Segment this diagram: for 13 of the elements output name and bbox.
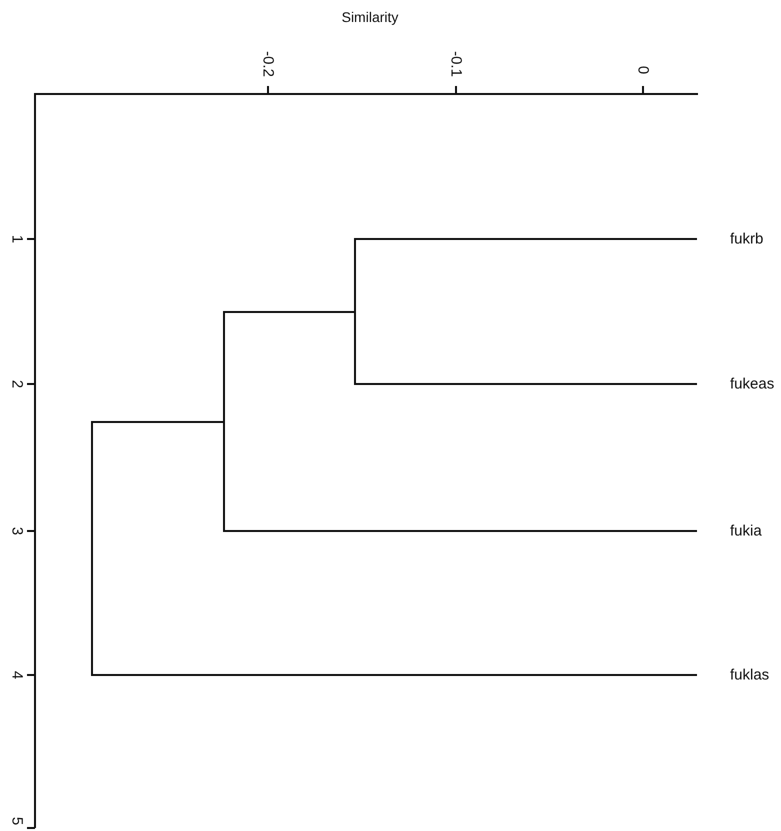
tick-label: 2	[10, 380, 24, 388]
tick-label: 1	[10, 234, 24, 244]
axis-title: Similarity	[342, 10, 398, 24]
leaf-label: fukrb	[730, 232, 764, 246]
leaf-label: fukeas	[730, 376, 774, 392]
tick-label: 3	[10, 526, 24, 536]
tick-label: -0.1	[448, 51, 464, 77]
leaf-label: fukia	[730, 524, 762, 538]
leaf-label: fuklas	[730, 668, 770, 682]
tick-label: -0.2	[260, 51, 276, 77]
tick-label: 0	[636, 66, 650, 74]
tick-label: 4	[10, 670, 24, 680]
tick-label: 5	[10, 816, 24, 826]
